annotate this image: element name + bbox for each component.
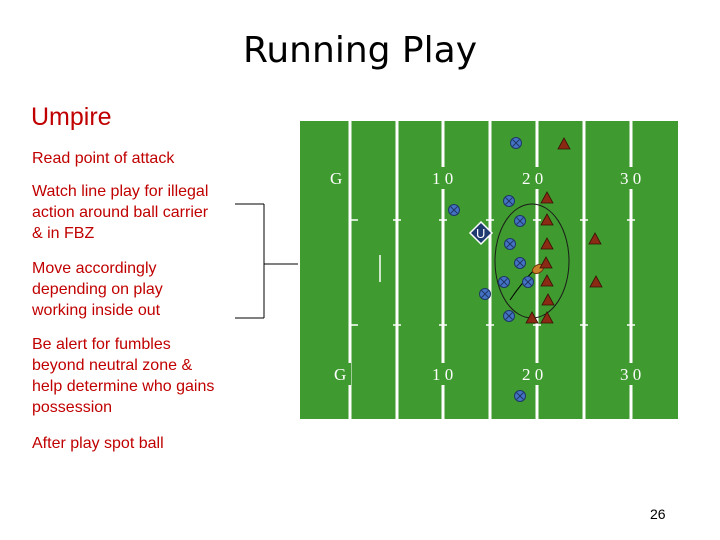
ball-carrier-path: [509, 269, 535, 301]
yard-number-bottom-goal: G: [334, 365, 346, 384]
offense-players: [448, 137, 534, 402]
defense-player-icon: [540, 274, 554, 287]
yard-number-top-20: 2 0: [522, 169, 543, 188]
defense-player-icon: [557, 137, 571, 150]
offense-player-icon: [503, 195, 515, 207]
offense-player-icon: [504, 238, 516, 250]
hash-marks: [350, 219, 635, 326]
offense-player-icon: [514, 215, 526, 227]
slide-title: Running Play: [242, 30, 478, 71]
defense-player-icon: [588, 232, 602, 245]
yard-number-bottom-30: 3 0: [620, 365, 641, 384]
defense-player-icon: [540, 191, 554, 204]
defense-player-icon: [525, 311, 539, 324]
defense-player-icon: [540, 237, 554, 250]
defense-players: [525, 137, 603, 324]
bullet-alert-for-fumbles: Be alert for fumbles beyond neutral zone…: [32, 336, 215, 416]
page-number: 26: [650, 506, 666, 522]
defense-player-icon: [540, 213, 554, 226]
offense-player-icon: [498, 276, 510, 288]
defense-player-icon: [539, 256, 553, 269]
bullet-spot-ball: After play spot ball: [32, 435, 164, 452]
defense-player-icon: [540, 311, 554, 324]
offense-player-icon: [514, 390, 526, 402]
slide-subtitle: Umpire: [31, 103, 112, 131]
offense-player-icon: [448, 204, 460, 216]
defense-player-icon: [541, 293, 555, 306]
offense-player-icon: [522, 276, 534, 288]
bullet-move-accordingly: Move accordingly depending on play worki…: [32, 260, 163, 319]
bullet-read-point-of-attack: Read point of attack: [32, 150, 175, 167]
umpire-label: U: [476, 226, 485, 241]
yard-number-top-30: 3 0: [620, 169, 641, 188]
offense-player-icon: [479, 288, 491, 300]
umpire-marker: U: [468, 220, 494, 246]
bullet-watch-line-play: Watch line play for illegal action aroun…: [32, 183, 209, 242]
offense-player-icon: [514, 257, 526, 269]
defense-player-icon: [589, 275, 603, 288]
yard-number-top-10: 1 0: [432, 169, 453, 188]
bracket-connector: [235, 203, 298, 319]
yard-number-top-goal: G: [330, 169, 342, 188]
yard-number-bottom-10: 1 0: [432, 365, 453, 384]
offense-player-icon: [510, 137, 522, 149]
offense-player-icon: [503, 310, 515, 322]
yard-number-bottom-20: 2 0: [522, 365, 543, 384]
